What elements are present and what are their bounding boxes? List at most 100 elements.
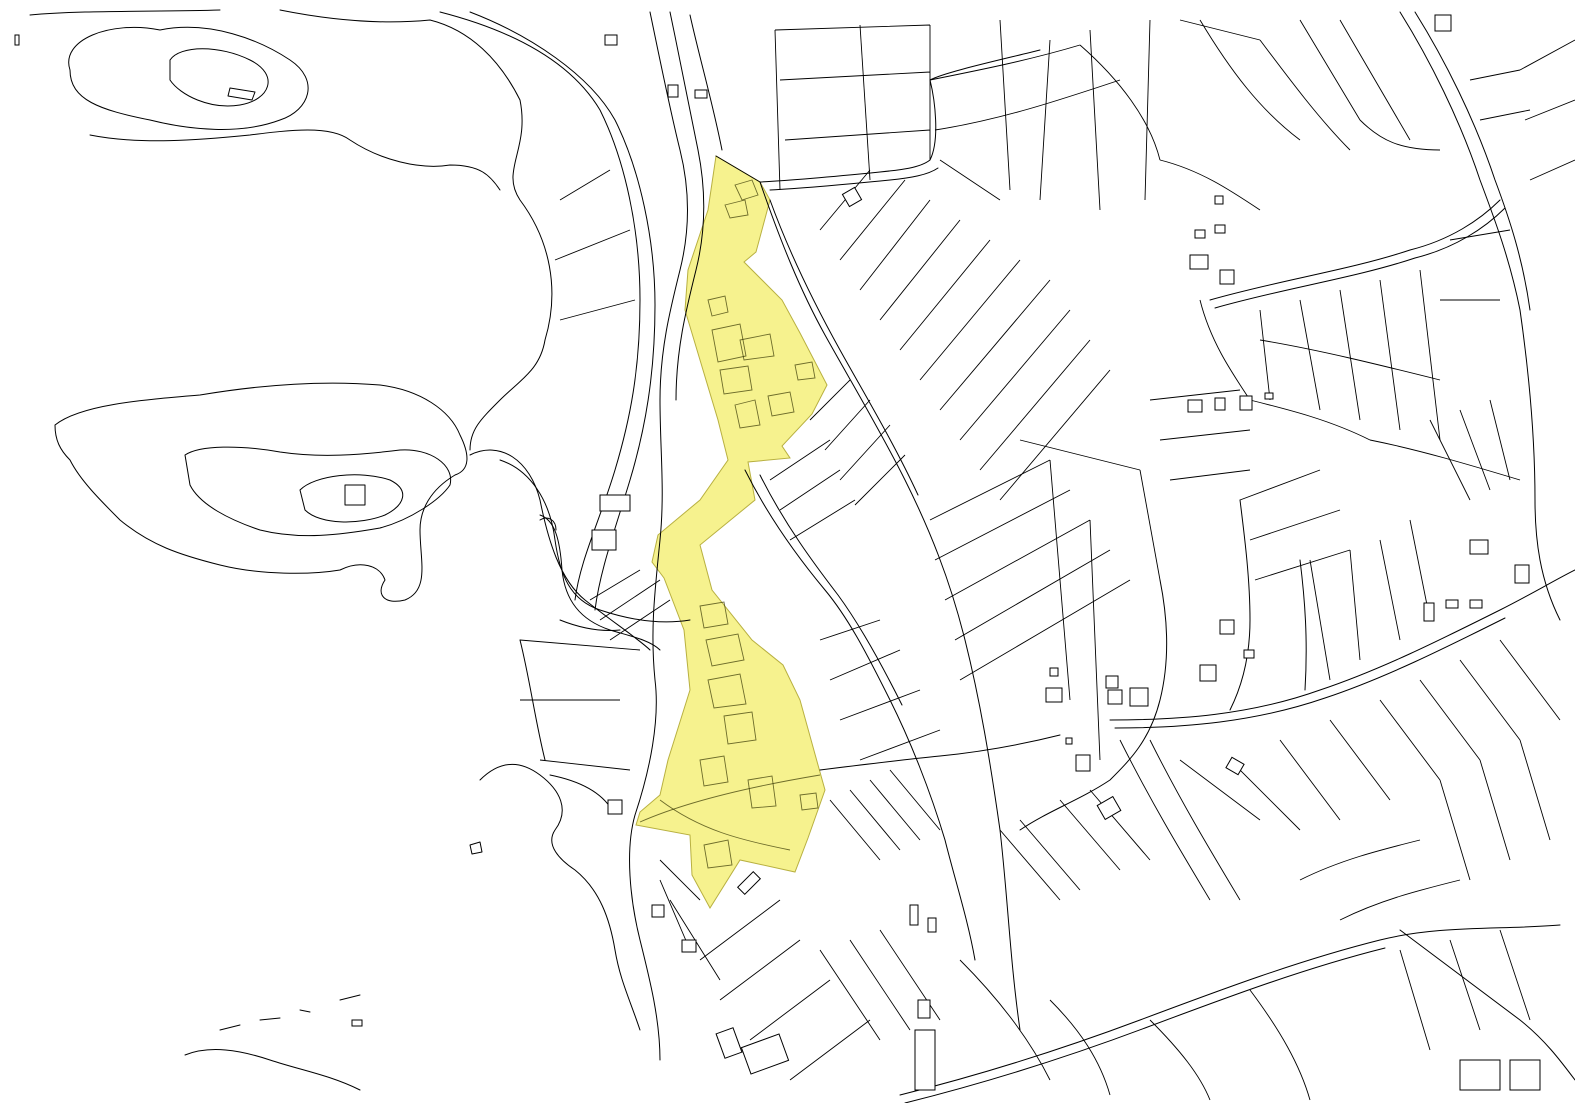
river-corridor <box>439 11 761 1061</box>
highlight-road <box>639 774 821 823</box>
highlight-building <box>734 179 759 201</box>
road-cross-1b <box>1214 207 1506 309</box>
building <box>715 1027 743 1059</box>
building <box>1189 254 1209 270</box>
building <box>1469 599 1483 609</box>
building <box>841 186 863 208</box>
building <box>1107 689 1123 705</box>
building <box>14 34 20 46</box>
road-east-meridian-edge <box>1414 11 1531 311</box>
highlight-building <box>739 333 775 361</box>
field-boundaries <box>519 19 1575 1101</box>
building <box>1239 395 1253 411</box>
building <box>1045 687 1063 703</box>
building <box>1049 667 1059 677</box>
road-cross-2 <box>1109 569 1575 721</box>
highlight-road <box>659 799 791 851</box>
road-diagonal-b <box>769 199 919 496</box>
coastline <box>29 9 661 1091</box>
building <box>1514 564 1530 584</box>
building <box>1434 14 1452 32</box>
estuary-shore-west <box>479 763 641 1031</box>
road-south <box>899 924 1561 1096</box>
island-contour-inner <box>169 48 269 107</box>
building <box>1459 1059 1501 1091</box>
island-contour-outer <box>68 26 309 130</box>
highlight-building <box>747 775 777 809</box>
island-building <box>227 87 256 101</box>
building <box>1096 795 1122 821</box>
river-bank-east <box>469 11 656 611</box>
road-valley <box>1019 579 1168 831</box>
building <box>917 999 931 1019</box>
building <box>1509 1059 1541 1091</box>
building <box>740 1033 790 1075</box>
building <box>1243 649 1255 659</box>
highlight-building <box>799 792 819 811</box>
building <box>1105 675 1119 689</box>
building <box>604 34 618 46</box>
road-east-lane <box>689 14 761 183</box>
road-diagonal-d <box>759 474 903 706</box>
road-valley-2 <box>1229 499 1251 711</box>
small-islet <box>469 841 483 855</box>
building <box>1445 599 1459 609</box>
building <box>681 939 697 953</box>
building <box>927 917 937 933</box>
building <box>1219 269 1235 285</box>
highlight-building <box>734 399 761 429</box>
building <box>1214 224 1226 234</box>
road-north <box>759 49 1041 183</box>
roads <box>744 11 1575 1103</box>
road-main <box>629 11 688 1061</box>
channel-loop <box>539 517 621 631</box>
building <box>1194 229 1206 239</box>
road-diagonal-a <box>759 181 1021 1031</box>
building <box>599 494 631 512</box>
highlight-polygon[interactable] <box>635 155 828 909</box>
peninsula-outer <box>54 382 468 602</box>
building <box>694 89 708 99</box>
building <box>914 1029 936 1091</box>
estuary-shore-south <box>469 449 651 651</box>
highlight-building <box>703 839 733 869</box>
building <box>1214 397 1226 411</box>
highlight-building <box>767 391 795 417</box>
building <box>1264 392 1274 400</box>
road-east-meridian <box>1399 11 1561 621</box>
peninsula-building <box>344 484 366 506</box>
building <box>909 904 919 926</box>
road-main-east-edge <box>669 11 705 401</box>
road-east-south <box>1399 929 1575 1081</box>
building <box>1469 539 1489 555</box>
highlight-building <box>707 673 747 709</box>
highlight-building <box>711 323 747 363</box>
highlight-building <box>705 633 745 667</box>
river-bank-west <box>439 11 641 601</box>
estuary-shore-north <box>29 9 553 451</box>
road-cross-2b <box>1114 617 1506 729</box>
highlighted-area[interactable] <box>635 155 828 909</box>
building <box>1065 737 1073 745</box>
building <box>1225 756 1245 776</box>
saltmarsh-edge <box>519 639 613 811</box>
building <box>667 84 679 98</box>
road-cross-1 <box>1209 199 1501 301</box>
highlight-building <box>719 365 753 395</box>
mudflat-edge <box>89 129 501 191</box>
highlight-building <box>723 711 757 745</box>
peninsula-inner-contour <box>184 446 452 537</box>
building <box>351 1019 363 1027</box>
road-south-b <box>904 947 1386 1103</box>
building <box>1423 602 1435 622</box>
building <box>1075 754 1091 772</box>
peninsula-core <box>299 474 403 523</box>
highlight-building <box>724 199 749 219</box>
road-north-edge <box>769 167 939 191</box>
estuary-channel <box>499 459 691 623</box>
highlight-building <box>699 755 729 787</box>
building <box>651 904 665 918</box>
building <box>1214 195 1224 205</box>
